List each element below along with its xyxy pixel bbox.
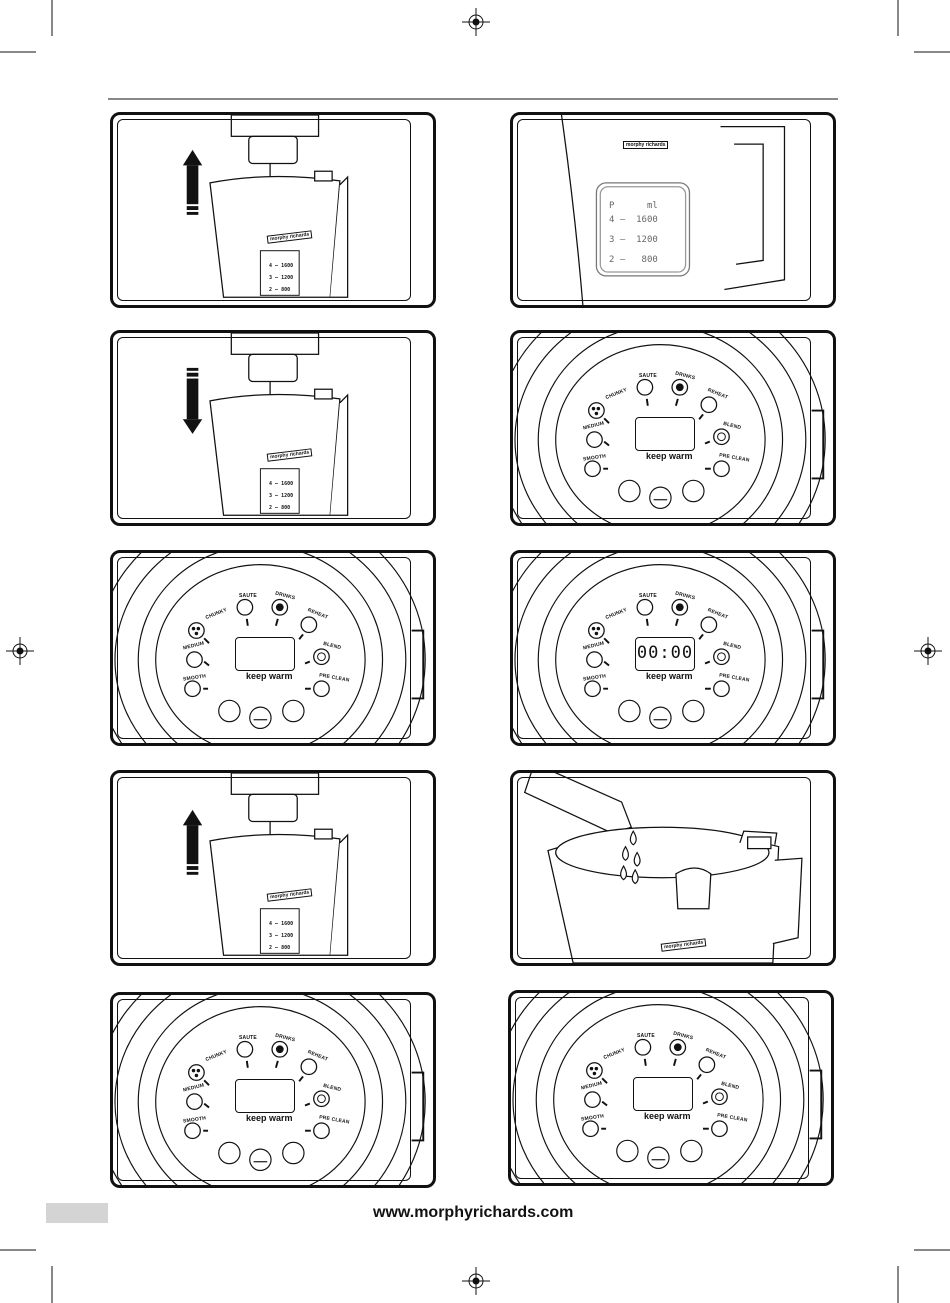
keep-warm-label: keep warm bbox=[246, 671, 293, 681]
smooth-label: SMOOTH bbox=[582, 673, 607, 683]
display-screen bbox=[235, 1079, 295, 1113]
brand-badge: morphy richards bbox=[266, 888, 313, 902]
smooth-label: SMOOTH bbox=[182, 673, 207, 683]
scale-row-4: 4 — 1600 bbox=[609, 215, 658, 225]
jug-lift-illustration bbox=[182, 115, 349, 298]
smooth-label: SMOOTH bbox=[582, 453, 607, 463]
footer-website: www.morphyrichards.com bbox=[373, 1204, 574, 1221]
panel-control-2: keep warm SAUTE DRINKS REHEAT CHUNKY MED… bbox=[110, 550, 436, 746]
reheat-label: REHEAT bbox=[706, 387, 729, 401]
panel-control-5: keep warm SAUTE DRINKS REHEAT CHUNKY MED… bbox=[508, 990, 834, 1186]
scale-row-3: 3 — 1200 bbox=[269, 493, 294, 499]
keep-warm-label: keep warm bbox=[246, 1113, 293, 1123]
control-panel-illustration bbox=[113, 553, 426, 743]
drinks-label: DRINKS bbox=[674, 370, 696, 382]
panel-pour-liquid: morphy richards bbox=[510, 770, 836, 966]
panel-control-3: 00:00 keep warm SAUTE DRINKS REHEAT CHUN… bbox=[510, 550, 836, 746]
medium-label: MEDIUM bbox=[580, 1080, 603, 1092]
blend-label: BLEND bbox=[722, 420, 742, 432]
drinks-label: DRINKS bbox=[674, 590, 696, 602]
chunky-label: CHUNKY bbox=[602, 1046, 626, 1062]
medium-label: MEDIUM bbox=[182, 1082, 205, 1094]
scale-row-4: 4 — 1600 bbox=[269, 263, 294, 269]
keep-warm-label: keep warm bbox=[646, 451, 693, 461]
scale-row-2: 2 — 800 bbox=[269, 505, 291, 511]
chunky-label: CHUNKY bbox=[204, 1048, 228, 1064]
drinks-label: DRINKS bbox=[274, 1032, 296, 1044]
display-screen bbox=[235, 637, 295, 671]
pre-clean-label: PRE CLEAN bbox=[716, 1112, 748, 1124]
pre-clean-label: PRE CLEAN bbox=[718, 452, 750, 464]
keep-warm-label: keep warm bbox=[646, 671, 693, 681]
chunky-label: CHUNKY bbox=[604, 386, 628, 402]
chunky-label: CHUNKY bbox=[604, 606, 628, 622]
chunky-label: CHUNKY bbox=[204, 606, 228, 622]
reheat-label: REHEAT bbox=[306, 607, 329, 621]
reheat-label: REHEAT bbox=[706, 607, 729, 621]
smooth-label: SMOOTH bbox=[182, 1115, 207, 1125]
drinks-label: DRINKS bbox=[672, 1030, 694, 1042]
page-number-tab bbox=[46, 1203, 108, 1223]
display-screen bbox=[633, 1077, 693, 1111]
display-screen: 00:00 bbox=[635, 637, 695, 671]
blend-label: BLEND bbox=[722, 640, 742, 652]
brand-badge: morphy richards bbox=[623, 141, 669, 149]
control-panel-illustration bbox=[113, 995, 426, 1185]
scale-header: P ml bbox=[609, 201, 658, 211]
medium-label: MEDIUM bbox=[582, 420, 605, 432]
pre-clean-label: PRE CLEAN bbox=[718, 672, 750, 684]
panel-jug-scale: morphy richards P ml 4 — 1600 3 — 1200 2… bbox=[510, 112, 836, 308]
control-panel-illustration bbox=[513, 333, 826, 523]
jug-lower-illustration bbox=[182, 333, 349, 516]
scale-row-3: 3 — 1200 bbox=[269, 275, 294, 281]
blend-label: BLEND bbox=[322, 1082, 342, 1094]
brand-badge: morphy richards bbox=[660, 938, 707, 952]
reheat-label: REHEAT bbox=[306, 1049, 329, 1063]
saute-label: SAUTE bbox=[639, 373, 657, 379]
scale-row-2: 2 — 800 bbox=[609, 255, 658, 265]
medium-label: MEDIUM bbox=[582, 640, 605, 652]
panel-control-1: keep warm SAUTE DRINKS REHEAT CHUNKY MED… bbox=[510, 330, 836, 526]
display-screen bbox=[635, 417, 695, 451]
brand-badge: morphy richards bbox=[266, 448, 313, 462]
blend-label: BLEND bbox=[720, 1080, 740, 1092]
scale-row-4: 4 — 1600 bbox=[269, 921, 294, 927]
panel-lower-unit: morphy richards 4 — 1600 3 — 1200 2 — 80… bbox=[110, 330, 436, 526]
reheat-label: REHEAT bbox=[704, 1047, 727, 1061]
control-panel-illustration bbox=[513, 553, 826, 743]
panel-control-4: keep warm SAUTE DRINKS REHEAT CHUNKY MED… bbox=[110, 992, 436, 1188]
scale-row-2: 2 — 800 bbox=[269, 287, 291, 293]
panel-lift-unit-2: morphy richards 4 — 1600 3 — 1200 2 — 80… bbox=[110, 770, 436, 966]
jug-pour-illustration bbox=[523, 773, 803, 963]
scale-row-3: 3 — 1200 bbox=[609, 235, 658, 245]
keep-warm-label: keep warm bbox=[644, 1111, 691, 1121]
jug-closeup-illustration bbox=[560, 115, 786, 305]
scale-row-3: 3 — 1200 bbox=[269, 933, 294, 939]
saute-label: SAUTE bbox=[639, 593, 657, 599]
pre-clean-label: PRE CLEAN bbox=[318, 672, 350, 684]
scale-row-2: 2 — 800 bbox=[269, 945, 291, 951]
saute-label: SAUTE bbox=[239, 1035, 257, 1041]
scale-row-4: 4 — 1600 bbox=[269, 481, 294, 487]
saute-label: SAUTE bbox=[239, 593, 257, 599]
smooth-label: SMOOTH bbox=[580, 1113, 605, 1123]
jug-lift-illustration bbox=[182, 773, 349, 956]
blend-label: BLEND bbox=[322, 640, 342, 652]
pre-clean-label: PRE CLEAN bbox=[318, 1114, 350, 1126]
drinks-label: DRINKS bbox=[274, 590, 296, 602]
panel-lift-unit-1: morphy richards 4 — 1600 3 — 1200 2 — 80… bbox=[110, 112, 436, 308]
display-time: 00:00 bbox=[636, 643, 694, 663]
brand-badge: morphy richards bbox=[266, 230, 313, 244]
control-panel-illustration bbox=[511, 993, 824, 1183]
saute-label: SAUTE bbox=[637, 1033, 655, 1039]
medium-label: MEDIUM bbox=[182, 640, 205, 652]
